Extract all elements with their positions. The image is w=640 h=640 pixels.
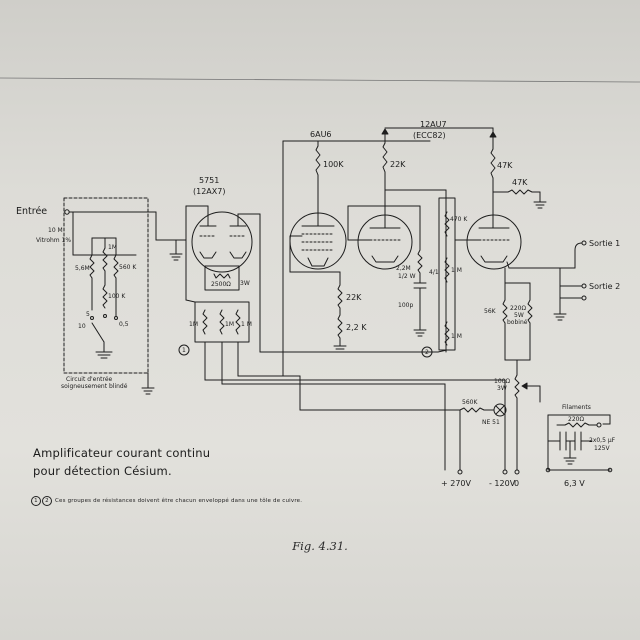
resistor-220-5w	[527, 299, 533, 324]
r-220-5w-c-label: bobiné	[507, 319, 528, 326]
v3-alt: (ECC82)	[413, 131, 446, 140]
resistor-56k	[502, 299, 508, 324]
resistor-100k	[315, 145, 321, 176]
figure-title-line-1: Amplificateur courant continu	[33, 446, 211, 460]
supply-terminal-270	[457, 469, 463, 475]
r-1m-a-label: 1 M	[451, 267, 462, 274]
resistor-1m	[102, 247, 108, 272]
r-220-5w-b-label: 5W	[514, 312, 524, 319]
tube-v3b	[466, 214, 522, 270]
r-560k-label: 560K	[462, 399, 478, 406]
footnote-marker-1: 1	[31, 496, 41, 506]
resistor-560k	[459, 407, 485, 413]
resistor-5-6m	[89, 254, 95, 279]
supply-terminal-0	[514, 469, 520, 475]
footnote-marker-2: 2	[42, 496, 52, 506]
pot-100-label: 100Ω	[494, 378, 510, 385]
pot-2500-w-label: 3W	[240, 280, 250, 287]
r-1m-left-label: 1M	[189, 321, 198, 328]
r-1m-right-label: 1 M	[241, 321, 252, 328]
c-100p-label: 100p	[398, 302, 413, 309]
output-2-label: Sortie 2	[589, 282, 620, 291]
supply-270-label: + 270V	[441, 479, 472, 488]
filaments-label: Filaments	[562, 404, 591, 411]
r3-value: 560 K	[119, 264, 137, 271]
pot-100-w-label: 3W	[497, 385, 507, 392]
v1-alt: (12AX7)	[193, 187, 225, 196]
v3-name: 12AU7	[420, 120, 447, 129]
filament-c-label: 2x0,5 µF	[589, 437, 616, 444]
r-220-5w-label: 220Ω	[510, 305, 526, 312]
mystery-label: 4/1	[429, 269, 439, 276]
page-rule	[0, 77, 640, 83]
r-100k-label: 100K	[323, 160, 344, 169]
filament-v-label: 6,3 V	[564, 479, 585, 488]
resistor-220-filament	[564, 422, 590, 428]
supply-0-label: 0	[514, 479, 519, 488]
resistor-22k-plate	[382, 142, 388, 173]
r4-value: 100 K	[108, 293, 126, 300]
r-47k-plate-label: 47K	[497, 161, 513, 170]
tube-v1	[191, 211, 253, 273]
r-56k-label: 56K	[484, 308, 497, 315]
v1-name: 5751	[199, 176, 219, 185]
r-47k-grid-label: 47K	[512, 178, 528, 187]
resistor-560k-input	[113, 254, 119, 279]
output-terminal-1	[581, 240, 587, 246]
shield-label-2: soigneusement blindé	[61, 383, 128, 390]
resistor-2-2m	[417, 249, 423, 274]
resistor-100k-input	[102, 284, 108, 309]
output-1-label: Sortie 1	[589, 239, 620, 248]
r-input-value: 10 M	[48, 227, 63, 234]
output-terminal-2	[581, 283, 587, 289]
v2-name: 6AU6	[310, 130, 332, 139]
figure-caption: Fig. 4.31.	[292, 539, 348, 553]
pot-2500	[204, 265, 240, 291]
tap-5: 5	[86, 311, 90, 318]
resistor-47k-grid	[507, 189, 533, 195]
pot-100	[514, 374, 520, 399]
neon-label: NE 51	[482, 419, 500, 426]
footnote-text: Ces groupes de résistances doivent être …	[54, 498, 303, 504]
r2-value: 1M	[108, 244, 117, 251]
r1-value: 5,6M	[75, 265, 90, 272]
tap-10: 10	[78, 323, 86, 330]
r-22k-cathode-label: 22K	[346, 293, 362, 302]
group-1-label: 1	[182, 347, 186, 354]
supply-terminal-neg120	[502, 469, 508, 475]
supply-neg120-label: - 120V	[489, 479, 516, 488]
r-2-2m-w-label: 1/2 W	[398, 273, 416, 280]
r-2-2m-label: 2,2M	[396, 265, 411, 272]
shield-label-1: Circuit d'entrée	[66, 376, 113, 383]
group-marker-2	[421, 346, 433, 358]
input-label: Entrée	[16, 206, 47, 217]
pot-2500-label: 2500Ω	[211, 281, 231, 288]
r-input-note: Vitrohm 1%	[36, 237, 71, 244]
range-switch	[91, 322, 105, 343]
r-22k-plate-label: 22K	[390, 160, 406, 169]
resistor-22k-cathode	[337, 284, 343, 309]
r-1m-b-label: 1 M	[451, 333, 462, 340]
r-2-2k-label: 2,2 K	[346, 323, 367, 332]
input-shield	[63, 197, 149, 374]
filament-cv-label: 125V	[594, 445, 610, 452]
figure-title-line-2: pour détection Césium.	[33, 464, 172, 478]
r-470k-label: 470 K	[450, 216, 468, 223]
resistor-2-2k	[337, 314, 343, 339]
filament-r-label: 220Ω	[568, 416, 584, 423]
group-2-label: 2	[425, 349, 429, 356]
group-marker-1	[178, 344, 190, 356]
r-1m-mid-label: 1M	[225, 321, 234, 328]
tap-0-5: 0,5	[119, 321, 129, 328]
resistor-47k-plate	[490, 148, 496, 179]
